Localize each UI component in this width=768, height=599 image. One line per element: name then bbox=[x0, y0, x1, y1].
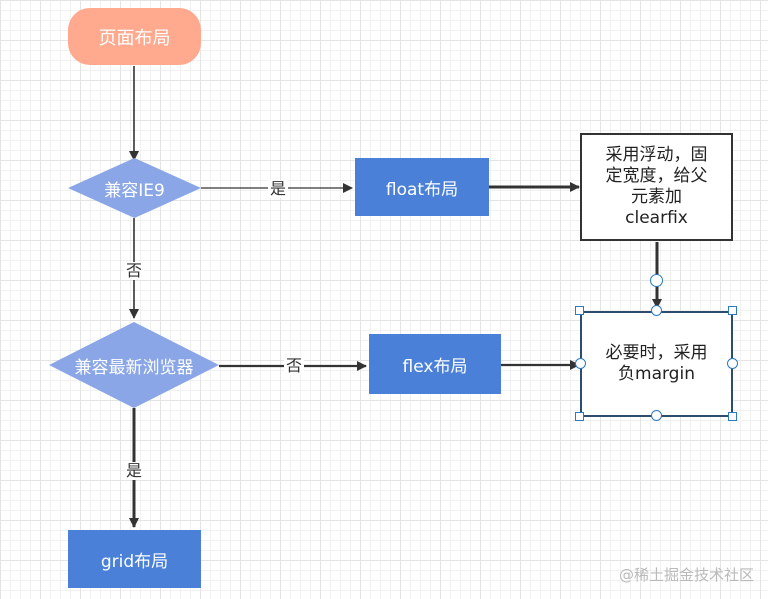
ie9-decision-diamond[interactable]: 兼容IE9 bbox=[68, 158, 201, 218]
float-layout-box[interactable]: float布局 bbox=[355, 158, 489, 216]
float-note-box[interactable]: 采用浮动，固 定宽度，给父 元素加 clearfix bbox=[580, 133, 733, 241]
float-note-line-3: 元素加 bbox=[631, 187, 682, 207]
latest-browser-decision-label: 兼容最新浏览器 bbox=[74, 357, 194, 378]
grid-layout-box[interactable]: grid布局 bbox=[68, 530, 201, 588]
float-note-line-4: clearfix bbox=[625, 208, 688, 229]
start-node[interactable]: 页面布局 bbox=[68, 8, 201, 65]
latest-diamond-shape bbox=[49, 322, 219, 408]
connection-point-top[interactable] bbox=[651, 305, 662, 316]
edge-label-ie9-no: 否 bbox=[124, 261, 145, 280]
flex-layout-box[interactable]: flex布局 bbox=[369, 334, 501, 394]
resize-handle-bottom-left[interactable] bbox=[575, 412, 584, 421]
flex-note-line-1: 必要时，采用 bbox=[605, 342, 708, 363]
resize-handle-bottom-right[interactable] bbox=[728, 412, 737, 421]
float-layout-label: float布局 bbox=[385, 179, 459, 200]
resize-handle-top-right[interactable] bbox=[728, 306, 737, 315]
ie9-diamond-shape bbox=[68, 158, 201, 218]
flex-layout-label: flex布局 bbox=[402, 356, 468, 377]
edge-label-ie9-yes: 是 bbox=[268, 179, 289, 198]
watermark: @稀土掘金技术社区 bbox=[618, 566, 754, 584]
connection-point-note-bottom[interactable] bbox=[650, 274, 663, 287]
grid-layout-label: grid布局 bbox=[100, 551, 169, 572]
flex-note-box[interactable]: 必要时，采用 负margin bbox=[580, 311, 733, 417]
resize-handle-top-left[interactable] bbox=[575, 306, 584, 315]
edge-label-latest-yes: 是 bbox=[124, 461, 145, 480]
ie9-decision-label: 兼容IE9 bbox=[104, 180, 165, 201]
flex-note-line-2: 负margin bbox=[618, 364, 695, 384]
float-note-line-2: 定宽度，给父 bbox=[605, 165, 708, 186]
connection-point-left[interactable] bbox=[575, 358, 586, 369]
connection-point-right[interactable] bbox=[727, 358, 738, 369]
edge-label-latest-no: 否 bbox=[284, 356, 305, 375]
float-note-line-1: 采用浮动，固 bbox=[605, 144, 708, 165]
latest-browser-decision-diamond[interactable]: 兼容最新浏览器 bbox=[49, 322, 219, 408]
start-node-label: 页面布局 bbox=[98, 27, 171, 49]
connection-point-bottom[interactable] bbox=[651, 410, 662, 421]
